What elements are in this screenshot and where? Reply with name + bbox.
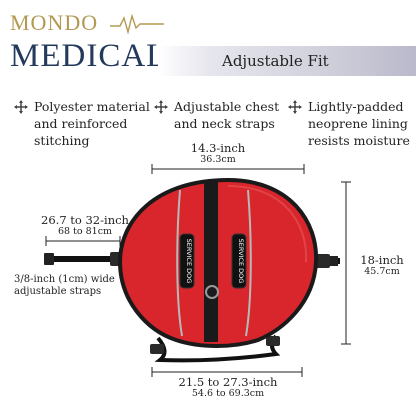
header-bar bbox=[158, 46, 416, 76]
side-strap-left bbox=[44, 252, 124, 266]
harness-body bbox=[117, 177, 319, 348]
arrows-icon bbox=[14, 100, 28, 114]
dim-top-width: 14.3-inch 36.3cm bbox=[168, 142, 268, 166]
dim-neck-range-inch: 26.7 to 32-inch bbox=[41, 213, 129, 227]
d-ring bbox=[205, 285, 219, 299]
pulse-icon bbox=[110, 14, 164, 35]
dim-chest-range-cm: 54.6 to 69.3cm bbox=[191, 388, 265, 399]
dim-height: 18-inch 45.7cm bbox=[350, 254, 414, 278]
brand-name-line1: MONDO bbox=[10, 10, 99, 35]
dim-top-width-inch: 14.3-inch bbox=[190, 141, 246, 155]
dim-strap-line2: adjustable straps bbox=[14, 286, 102, 297]
arrows-icon bbox=[288, 100, 302, 114]
feature-item-material: Polyester material and reinforced stitch… bbox=[14, 98, 154, 152]
dim-height-cm: 45.7cm bbox=[364, 266, 400, 277]
top-width-line bbox=[151, 164, 305, 174]
patch-text-right: SERVICE DOG bbox=[237, 239, 245, 284]
height-line bbox=[341, 181, 351, 345]
dim-height-inch: 18-inch bbox=[360, 253, 404, 267]
feature-text: Polyester material and reinforced stitch… bbox=[34, 99, 150, 148]
service-dog-patch-left bbox=[179, 233, 195, 289]
patch-text-left: SERVICE DOG bbox=[185, 239, 193, 284]
center-trim bbox=[204, 182, 218, 342]
brand-name-line2: MEDICAL bbox=[10, 38, 168, 74]
dim-neck-range-cm: 68 to 81cm bbox=[57, 226, 113, 237]
dim-strap-line1: 3/8-inch (1cm) wide bbox=[14, 274, 115, 285]
feature-text: Lightly-padded neoprene lining resists m… bbox=[308, 99, 410, 148]
dim-neck-range: 26.7 to 32-inch 68 to 81cm bbox=[30, 214, 140, 238]
bottom-strap bbox=[150, 334, 281, 363]
feature-item-straps: Adjustable chest and neck straps bbox=[154, 98, 294, 138]
dim-strap-width: 3/8-inch (1cm) wide adjustable straps bbox=[14, 274, 124, 298]
harness-shading bbox=[227, 185, 308, 263]
dim-chest-range-inch: 21.5 to 27.3-inch bbox=[178, 375, 278, 389]
reflective-strip bbox=[245, 189, 252, 337]
feature-item-lining: Lightly-padded neoprene lining resists m… bbox=[288, 98, 416, 152]
neck-range-line bbox=[45, 236, 121, 246]
chest-range-line bbox=[151, 367, 303, 377]
dim-top-width-cm: 36.3cm bbox=[200, 154, 236, 165]
arrows-icon bbox=[154, 100, 168, 114]
dim-chest-range: 21.5 to 27.3-inch 54.6 to 69.3cm bbox=[160, 376, 296, 400]
reflective-strip bbox=[176, 189, 183, 337]
feature-text: Adjustable chest and neck straps bbox=[174, 99, 280, 131]
brand-logo: MONDO MEDICAL bbox=[10, 10, 166, 76]
service-dog-patch-right bbox=[231, 233, 247, 289]
page-title: Adjustable Fit bbox=[222, 52, 329, 70]
